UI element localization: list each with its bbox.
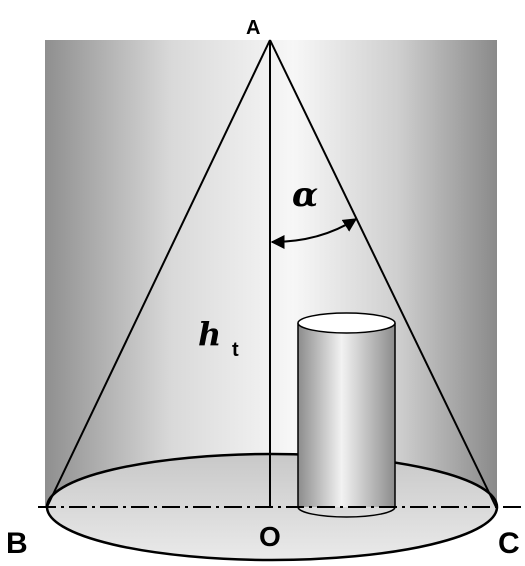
angle-label-alpha: α [292,175,318,215]
cone-side-AB [46,39,271,508]
point-label-c: C [498,527,520,560]
angle-arc [270,218,358,249]
height-label-subscript: t [232,339,239,361]
cylinder-top [297,312,396,334]
cone-side-AC [269,39,497,508]
cylinder-object [297,312,396,518]
point-label-a: A [246,17,260,39]
height-label-h: h [198,315,221,353]
point-label-o: O [259,521,281,552]
point-label-b: B [6,527,28,560]
